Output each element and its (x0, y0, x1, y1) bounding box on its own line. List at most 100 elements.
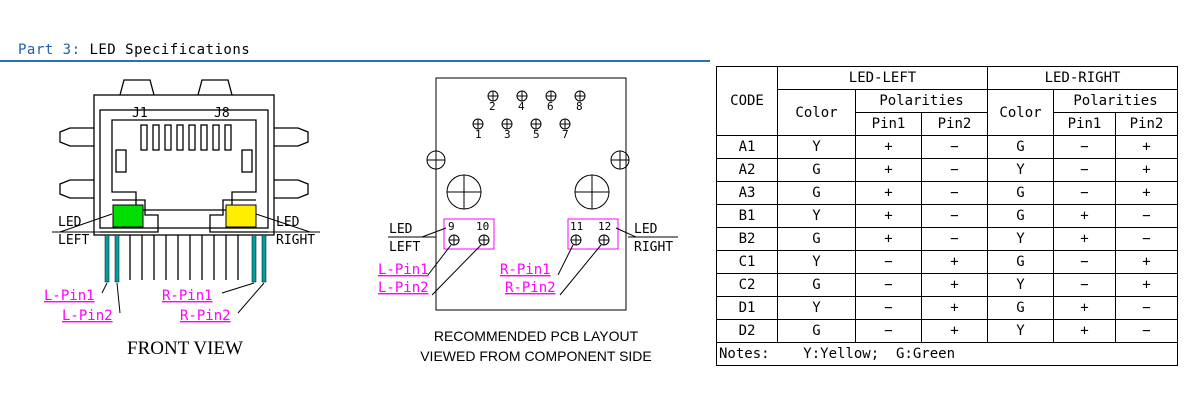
front-r-pin1-label: R-Pin1 (162, 288, 213, 304)
table-cell: + (855, 181, 922, 205)
table-cell: + (1053, 227, 1116, 251)
table-cell: G (987, 135, 1054, 159)
left-polarities-header: Polarities (855, 89, 988, 113)
table-cell: − (921, 227, 988, 251)
pcb-led-right-label-1: LED (634, 222, 658, 237)
table-cell: G (777, 181, 856, 205)
front-led-left-label-2: LEFT (58, 233, 89, 248)
table-notes: Notes: Y:Yellow; G:Green (716, 342, 1178, 366)
pcb-pin-2: 2 (489, 100, 496, 113)
table-cell: − (921, 135, 988, 159)
table-cell: G (777, 158, 856, 182)
pcb-pin-12: 12 (598, 220, 611, 233)
table-cell: + (921, 296, 988, 320)
table-cell: D2 (716, 319, 778, 343)
table-cell: + (1115, 250, 1178, 274)
pcb-pin-1: 1 (475, 128, 482, 141)
table-cell: Y (777, 204, 856, 228)
j8-label: J8 (214, 106, 230, 121)
table-cell: Y (987, 319, 1054, 343)
table-cell: C2 (716, 273, 778, 297)
table-cell: − (1053, 181, 1116, 205)
table-cell: − (1053, 135, 1116, 159)
pcb-led-right-label-2: RIGHT (634, 240, 673, 255)
table-cell: Y (777, 250, 856, 274)
table-cell: D1 (716, 296, 778, 320)
pcb-l-pin2-label: L-Pin2 (378, 280, 429, 296)
front-led-right-label-1: LED (276, 215, 300, 230)
table-cell: − (1053, 250, 1116, 274)
table-cell: Y (777, 296, 856, 320)
pcb-r-pin1-label: R-Pin1 (500, 262, 551, 278)
pcb-caption-line-2: VIEWED FROM COMPONENT SIDE (420, 348, 652, 364)
table-cell: − (1115, 227, 1178, 251)
right-color-header: Color (987, 89, 1054, 136)
pcb-pin-11: 11 (570, 220, 583, 233)
table-cell: G (987, 296, 1054, 320)
table-cell: + (1115, 181, 1178, 205)
left-color-header: Color (777, 89, 856, 136)
table-cell: + (855, 204, 922, 228)
section-title: Part 3: LED Specifications (18, 42, 250, 58)
table-cell: + (1053, 204, 1116, 228)
table-cell: B1 (716, 204, 778, 228)
section-prefix: Part 3: (18, 42, 81, 58)
table-cell: − (921, 158, 988, 182)
front-view-drawing (59, 79, 309, 280)
table-cell: − (855, 250, 922, 274)
table-cell: + (855, 227, 922, 251)
pcb-pin-3: 3 (504, 128, 511, 141)
table-cell: + (921, 319, 988, 343)
pcb-layout-drawing (388, 77, 678, 311)
front-l-pin2-label: L-Pin2 (62, 308, 113, 324)
table-cell: − (1115, 204, 1178, 228)
pcb-pin-4: 4 (518, 100, 525, 113)
table-cell: Y (987, 273, 1054, 297)
front-view-caption: FRONT VIEW (127, 338, 243, 359)
table-cell: Y (987, 158, 1054, 182)
table-cell: − (855, 273, 922, 297)
table-cell: A3 (716, 181, 778, 205)
table-cell: + (1053, 319, 1116, 343)
table-cell: G (987, 181, 1054, 205)
pcb-pin-5: 5 (533, 128, 540, 141)
table-cell: − (855, 319, 922, 343)
right-led-indicator (225, 204, 257, 228)
pcb-pin-6: 6 (547, 100, 554, 113)
right-polarities-header: Polarities (1053, 89, 1178, 113)
table-cell: Y (987, 227, 1054, 251)
led-spec-table: CODE LED-LEFT LED-RIGHT Color Polarities… (716, 66, 1178, 366)
left-led-indicator (112, 204, 144, 228)
table-cell: − (921, 181, 988, 205)
j1-label: J1 (132, 106, 148, 121)
table-cell: + (1115, 135, 1178, 159)
table-cell: G (987, 204, 1054, 228)
table-cell: − (921, 204, 988, 228)
code-header: CODE (716, 66, 778, 136)
front-led-left-label-1: LED (58, 215, 82, 230)
pcb-led-left-label-1: LED (389, 222, 413, 237)
table-cell: A2 (716, 158, 778, 182)
pcb-pin-7: 7 (562, 128, 569, 141)
table-cell: G (777, 319, 856, 343)
pcb-led-left-label-2: LEFT (389, 240, 420, 255)
table-cell: G (777, 273, 856, 297)
left-pin2-header: Pin2 (921, 112, 988, 136)
table-cell: − (1053, 158, 1116, 182)
table-cell: − (1115, 319, 1178, 343)
front-led-right-label-2: RIGHT (276, 233, 315, 248)
pcb-pin-10: 10 (476, 220, 489, 233)
front-l-pin1-label: L-Pin1 (44, 288, 95, 304)
table-cell: + (921, 250, 988, 274)
table-cell: Y (777, 135, 856, 159)
